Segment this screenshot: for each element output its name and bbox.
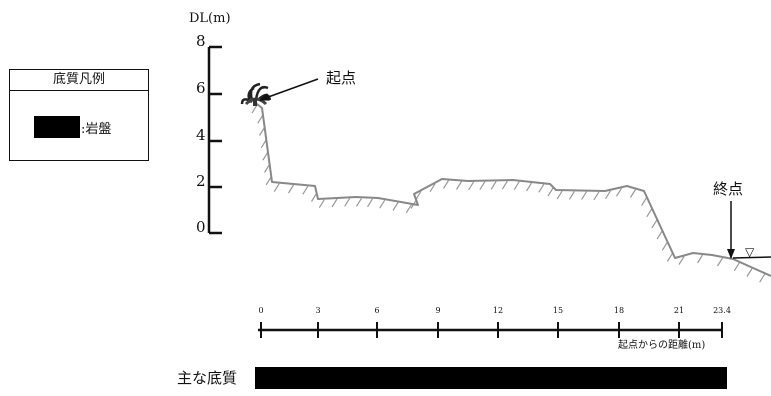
legend-item-bedrock: :岩盤: [34, 116, 111, 138]
x-tick-label: 0: [258, 306, 263, 315]
y-tick-label: 6: [196, 79, 206, 97]
y-axis-ticks: 8 6 4 2 0: [196, 32, 222, 236]
legend-box: 底質凡例 :岩盤: [9, 69, 149, 161]
palm-tree-icon: [240, 82, 272, 106]
x-tick-label: 21: [674, 306, 684, 315]
x-tick-label: 23.4: [713, 306, 731, 315]
x-tick-label: 3: [315, 306, 320, 315]
y-axis-label: DL(m): [189, 11, 231, 26]
main-substrate-label: 主な底質: [177, 369, 238, 387]
y-tick-label: 8: [196, 32, 206, 50]
x-tick-label: 18: [614, 306, 624, 315]
legend-label-bedrock: :岩盤: [81, 121, 112, 137]
water-level-symbol: ▽: [745, 245, 755, 259]
y-tick-label: 4: [196, 126, 206, 144]
start-label: 起点: [326, 69, 356, 87]
legend-title: 底質凡例: [10, 70, 148, 91]
x-tick-label: 6: [374, 306, 379, 315]
x-tick-label: 9: [435, 306, 440, 315]
main-substrate-bar: [255, 367, 727, 389]
y-tick-label: 0: [196, 218, 206, 236]
ground-profile-line: [251, 99, 771, 277]
x-axis-label: 起点からの距離(m): [618, 338, 705, 351]
x-tick-label: 12: [493, 306, 503, 315]
start-arrow: [259, 78, 319, 101]
ground-hatch: [251, 104, 766, 283]
x-axis-ticks: 0 3 6 9 12 15 18 21 23.4: [258, 306, 731, 338]
y-tick-label: 2: [196, 172, 206, 190]
end-label: 終点: [713, 180, 743, 198]
x-tick-label: 15: [553, 306, 563, 315]
water-surface-line: [732, 256, 771, 259]
legend-swatch-bedrock: [34, 116, 80, 138]
